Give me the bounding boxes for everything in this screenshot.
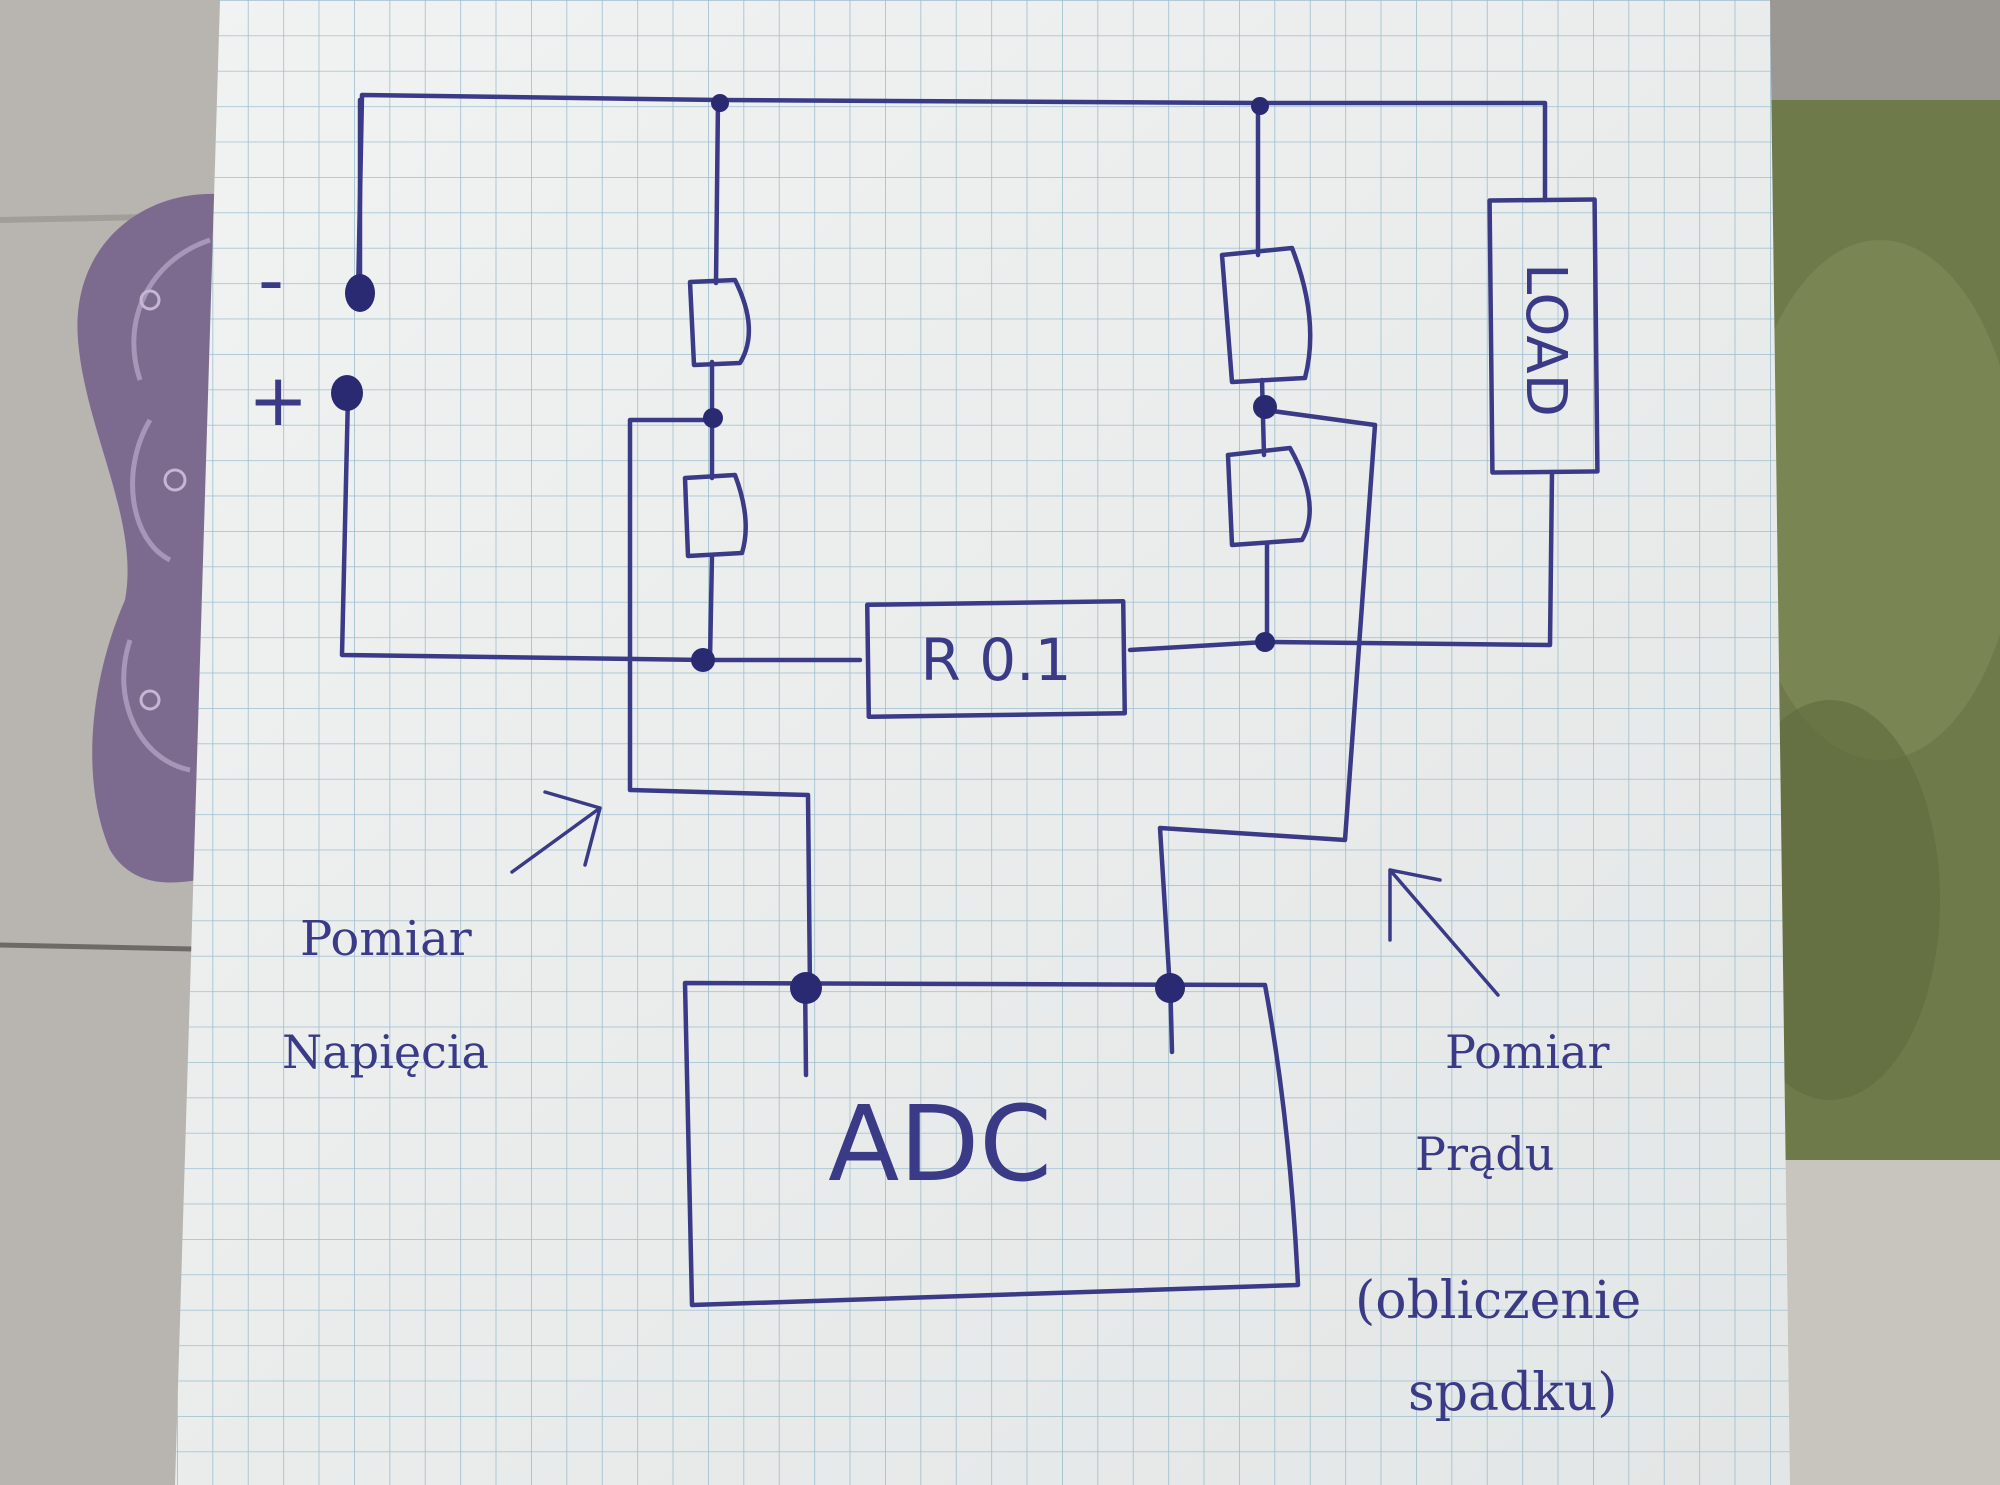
current-annotation-line-4: spadku) [1408, 1363, 1618, 1423]
voltage-sense-wire [627, 417, 813, 993]
bottom-wire-right [1127, 469, 1555, 653]
plus-terminal-dot [331, 375, 363, 411]
graph-paper-sheet [175, 0, 1790, 1485]
junction-dot [1155, 973, 1185, 1003]
divider-left-resistor-top [687, 277, 752, 368]
adc-label: ADC [828, 1083, 1052, 1205]
current-annotation-line-3: (obliczenie [1355, 1271, 1641, 1331]
junction-dot [1251, 97, 1269, 115]
current-arrow-icon [1388, 868, 1500, 997]
plus-terminal-lead [339, 392, 708, 663]
junction-dot [1255, 632, 1275, 652]
load-box [1487, 197, 1600, 475]
labels: - + LOAD R 0.1 ADC Pomiar Napięcia Pomia… [248, 238, 1641, 1423]
current-annotation-line-1: Pomiar [1445, 1025, 1610, 1079]
current-sense-wire [1157, 407, 1378, 993]
minus-terminal-dot [345, 274, 375, 312]
junction-dot [691, 648, 715, 672]
shunt-resistor-box [864, 598, 1128, 720]
junction-dot [1253, 395, 1277, 419]
adc-box [682, 980, 1301, 1308]
junction-dot [703, 408, 723, 428]
shunt-label: R 0.1 [921, 626, 1072, 694]
divider-left-resistor-bottom [682, 472, 748, 559]
voltage-annotation-line-1: Pomiar [300, 911, 472, 967]
current-annotation-line-2: Prądu [1415, 1127, 1554, 1181]
minus-terminal-label: - [258, 238, 284, 322]
voltage-arrow-icon [510, 790, 602, 874]
plus-terminal-label: + [248, 358, 308, 442]
load-label: LOAD [1513, 263, 1578, 417]
divider-right-resistor-bottom [1225, 445, 1312, 548]
junction-dot [790, 972, 822, 1004]
voltage-annotation-line-2: Napięcia [282, 1025, 489, 1079]
circuit-diagram [331, 92, 1600, 1308]
divider-right-resistor-top [1219, 245, 1313, 385]
junction-dot [711, 94, 729, 112]
